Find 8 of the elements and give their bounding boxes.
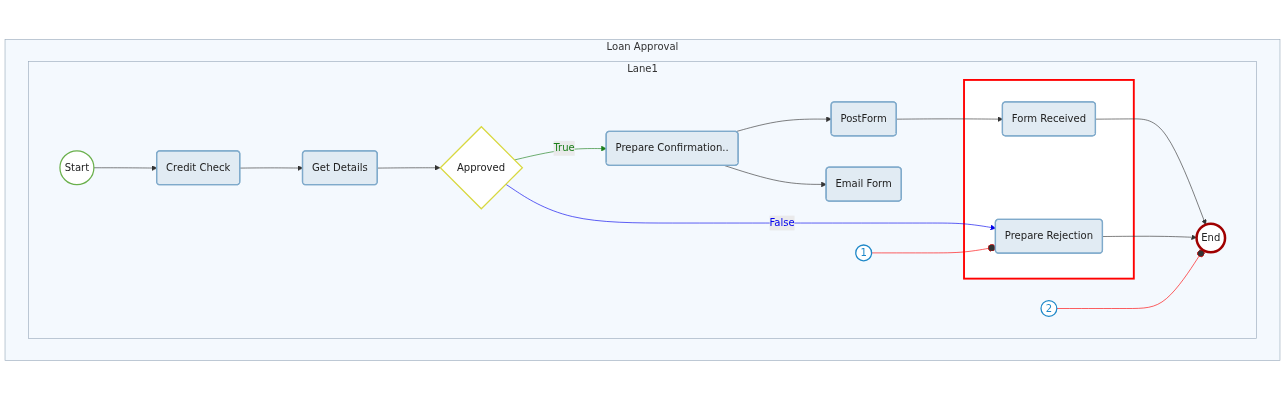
edge-label: True bbox=[553, 142, 575, 154]
node-diamond: Approved bbox=[439, 125, 524, 210]
cluster bbox=[963, 79, 1135, 280]
node-circle: Start bbox=[59, 150, 95, 186]
edge-label: False bbox=[769, 216, 795, 229]
node-circle: End bbox=[1195, 222, 1227, 254]
node-circle: 2 bbox=[1040, 299, 1058, 318]
node-circle: 1 bbox=[855, 244, 873, 262]
